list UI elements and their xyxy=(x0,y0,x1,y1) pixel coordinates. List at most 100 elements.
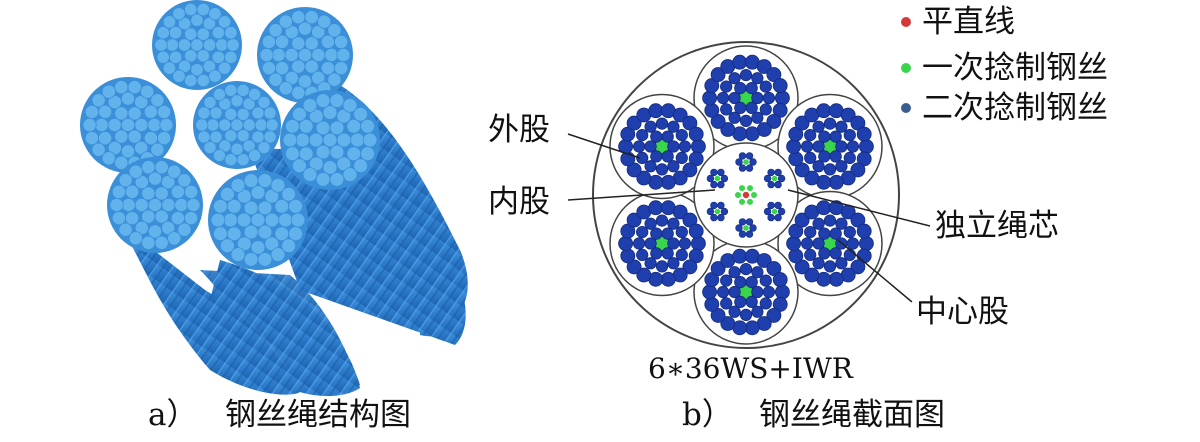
wire xyxy=(823,117,837,130)
wire xyxy=(236,236,252,252)
wire xyxy=(196,27,210,41)
wire xyxy=(297,21,313,36)
wire xyxy=(250,240,266,255)
wire xyxy=(843,128,856,142)
wire xyxy=(734,81,747,95)
wire xyxy=(268,23,283,38)
wire xyxy=(250,212,266,228)
label-outer-strand: 外股 xyxy=(488,112,550,148)
wire xyxy=(706,207,715,216)
wire xyxy=(208,69,222,83)
wire xyxy=(263,106,277,120)
wire xyxy=(636,151,649,165)
wire xyxy=(767,213,775,222)
strand-center-wire xyxy=(771,208,778,215)
wire xyxy=(749,158,757,166)
wire xyxy=(794,259,810,275)
wire xyxy=(278,212,293,228)
wire xyxy=(285,146,300,162)
caption-a-title: 钢丝绳结构图 xyxy=(225,397,411,433)
core-wire xyxy=(735,192,741,198)
outer-strand-2 xyxy=(777,93,883,200)
wire xyxy=(91,93,106,108)
wire xyxy=(243,224,259,240)
wire xyxy=(223,212,238,228)
wire xyxy=(835,217,848,230)
wire xyxy=(661,247,674,260)
wire xyxy=(804,128,817,142)
wire xyxy=(682,259,698,275)
wire xyxy=(704,78,720,94)
wire xyxy=(114,129,129,144)
wire xyxy=(788,223,804,239)
strand-center-wire xyxy=(714,175,721,182)
wire xyxy=(745,230,754,238)
wire xyxy=(141,235,156,250)
wire xyxy=(763,174,772,183)
wire xyxy=(84,131,99,146)
wire xyxy=(243,173,259,188)
wire xyxy=(751,111,764,124)
wire xyxy=(688,248,704,264)
wire xyxy=(226,198,242,214)
wire xyxy=(738,218,747,226)
wire xyxy=(281,238,296,254)
wire xyxy=(217,61,232,75)
wire xyxy=(620,126,636,142)
strand-face-lower-left xyxy=(107,157,203,253)
wire xyxy=(774,213,782,222)
wire xyxy=(774,201,782,210)
wire xyxy=(288,198,303,214)
iwrc-strand-2 xyxy=(763,168,786,189)
wire xyxy=(196,73,210,88)
wire xyxy=(720,103,733,116)
wire xyxy=(290,212,306,228)
wire xyxy=(224,50,238,64)
wire xyxy=(150,93,165,108)
wire xyxy=(170,211,185,226)
wire xyxy=(763,207,772,216)
wire xyxy=(257,200,273,216)
wire xyxy=(702,90,718,106)
wire xyxy=(161,197,176,213)
rope-cross-section xyxy=(592,41,900,349)
wire xyxy=(190,13,204,27)
wire xyxy=(302,98,318,113)
wire xyxy=(636,225,649,239)
wire xyxy=(167,164,182,179)
wire xyxy=(111,184,126,199)
wire xyxy=(744,126,760,142)
wire xyxy=(127,106,142,121)
wire xyxy=(297,74,313,89)
strand-center-wire xyxy=(743,159,749,165)
wire xyxy=(734,275,747,289)
strand-center-wire xyxy=(743,225,749,231)
wire xyxy=(329,172,345,187)
wire xyxy=(141,160,156,175)
wire xyxy=(735,224,743,232)
wire xyxy=(224,83,238,97)
wire xyxy=(230,142,244,156)
wire xyxy=(650,130,663,143)
wire xyxy=(772,272,788,288)
wire xyxy=(224,153,238,167)
wire xyxy=(134,117,149,133)
wire xyxy=(311,47,326,63)
wire xyxy=(655,214,669,227)
wire xyxy=(660,271,676,287)
wire xyxy=(362,132,378,148)
wire xyxy=(275,34,290,49)
wire xyxy=(215,38,229,52)
iwrc-strand-3 xyxy=(763,201,786,222)
wire xyxy=(172,69,186,83)
wire xyxy=(667,217,680,230)
strand-face-left xyxy=(80,77,176,173)
wire xyxy=(756,253,772,268)
wire xyxy=(734,295,747,309)
wire xyxy=(829,227,842,240)
wire xyxy=(184,49,198,63)
wire xyxy=(745,164,754,172)
rope-structure-illustration xyxy=(80,0,468,397)
wire xyxy=(829,247,842,260)
wire xyxy=(774,90,790,106)
